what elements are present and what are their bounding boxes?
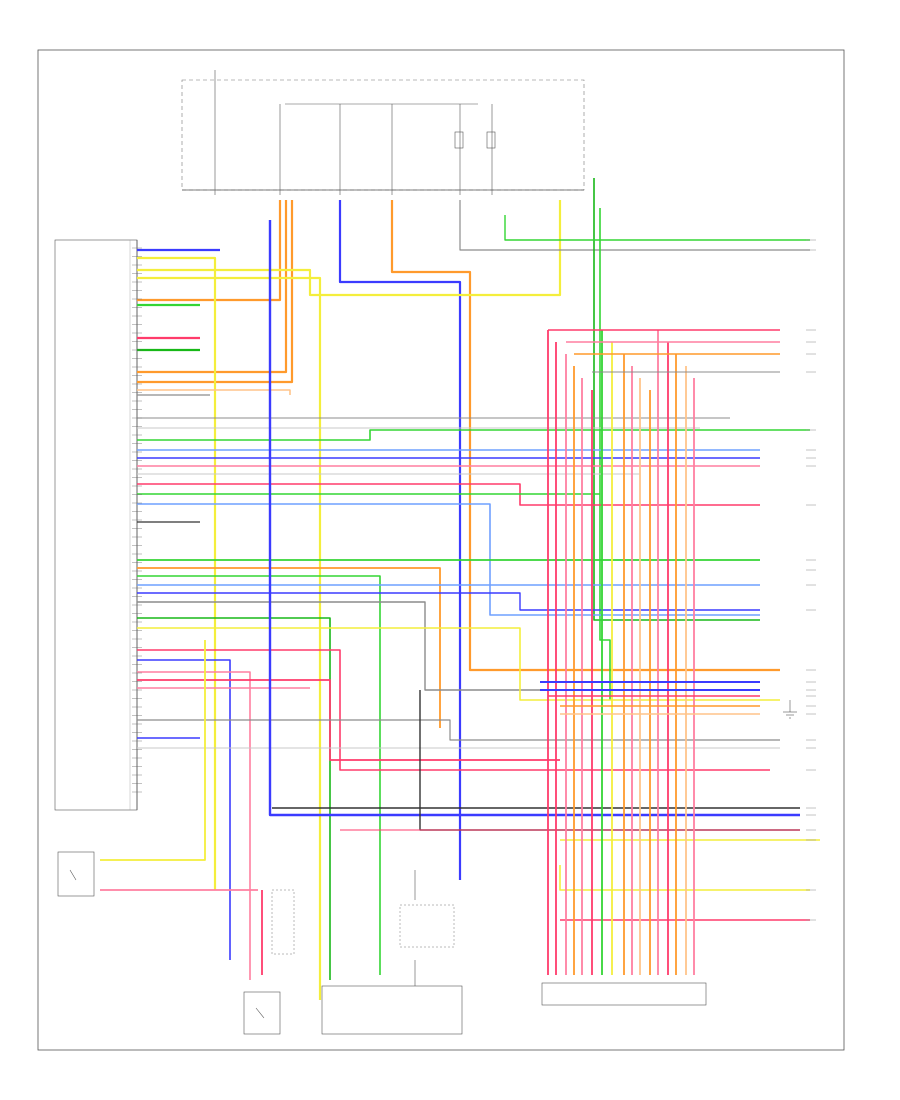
- wire-dark_green: [137, 617, 331, 980]
- ground-symbols: [783, 700, 797, 719]
- wire-dark_green: [593, 178, 760, 621]
- wires: [100, 178, 820, 1000]
- wire-red: [137, 649, 770, 771]
- blower-sensor-box: [57, 851, 95, 897]
- sensor-bracket: [321, 870, 463, 1035]
- wire-blue: [268, 220, 800, 817]
- wire-blue: [338, 200, 462, 880]
- control-module: [54, 239, 138, 811]
- wire-orange: [137, 567, 441, 728]
- wire-yellow: [137, 200, 562, 297]
- bottom-connector: [541, 982, 707, 1006]
- wire-yellow: [137, 256, 217, 890]
- wire-green: [599, 208, 611, 700]
- wire-yellow: [137, 276, 322, 1000]
- wire-gray: [459, 200, 810, 251]
- wire-orange: [137, 200, 288, 374]
- wire-green: [137, 429, 810, 441]
- wire-orange: [137, 200, 294, 384]
- wire-gray: [137, 601, 540, 691]
- fuse-box: [181, 70, 585, 195]
- right-connector-ticks: [806, 239, 816, 921]
- module-pins: [132, 247, 142, 793]
- wire-gray: [137, 719, 780, 741]
- wire-pink: [137, 671, 251, 980]
- wire-orange: [137, 200, 282, 302]
- wire-blue: [137, 659, 231, 960]
- relay-box: [243, 889, 295, 1035]
- wire-yellow: [100, 640, 206, 861]
- wire-peach: [137, 389, 291, 395]
- wire-green: [137, 575, 381, 975]
- wire-orange: [390, 200, 780, 672]
- wire-yellow: [559, 865, 810, 891]
- wire-green: [504, 215, 810, 241]
- diagram-border: [37, 49, 845, 1051]
